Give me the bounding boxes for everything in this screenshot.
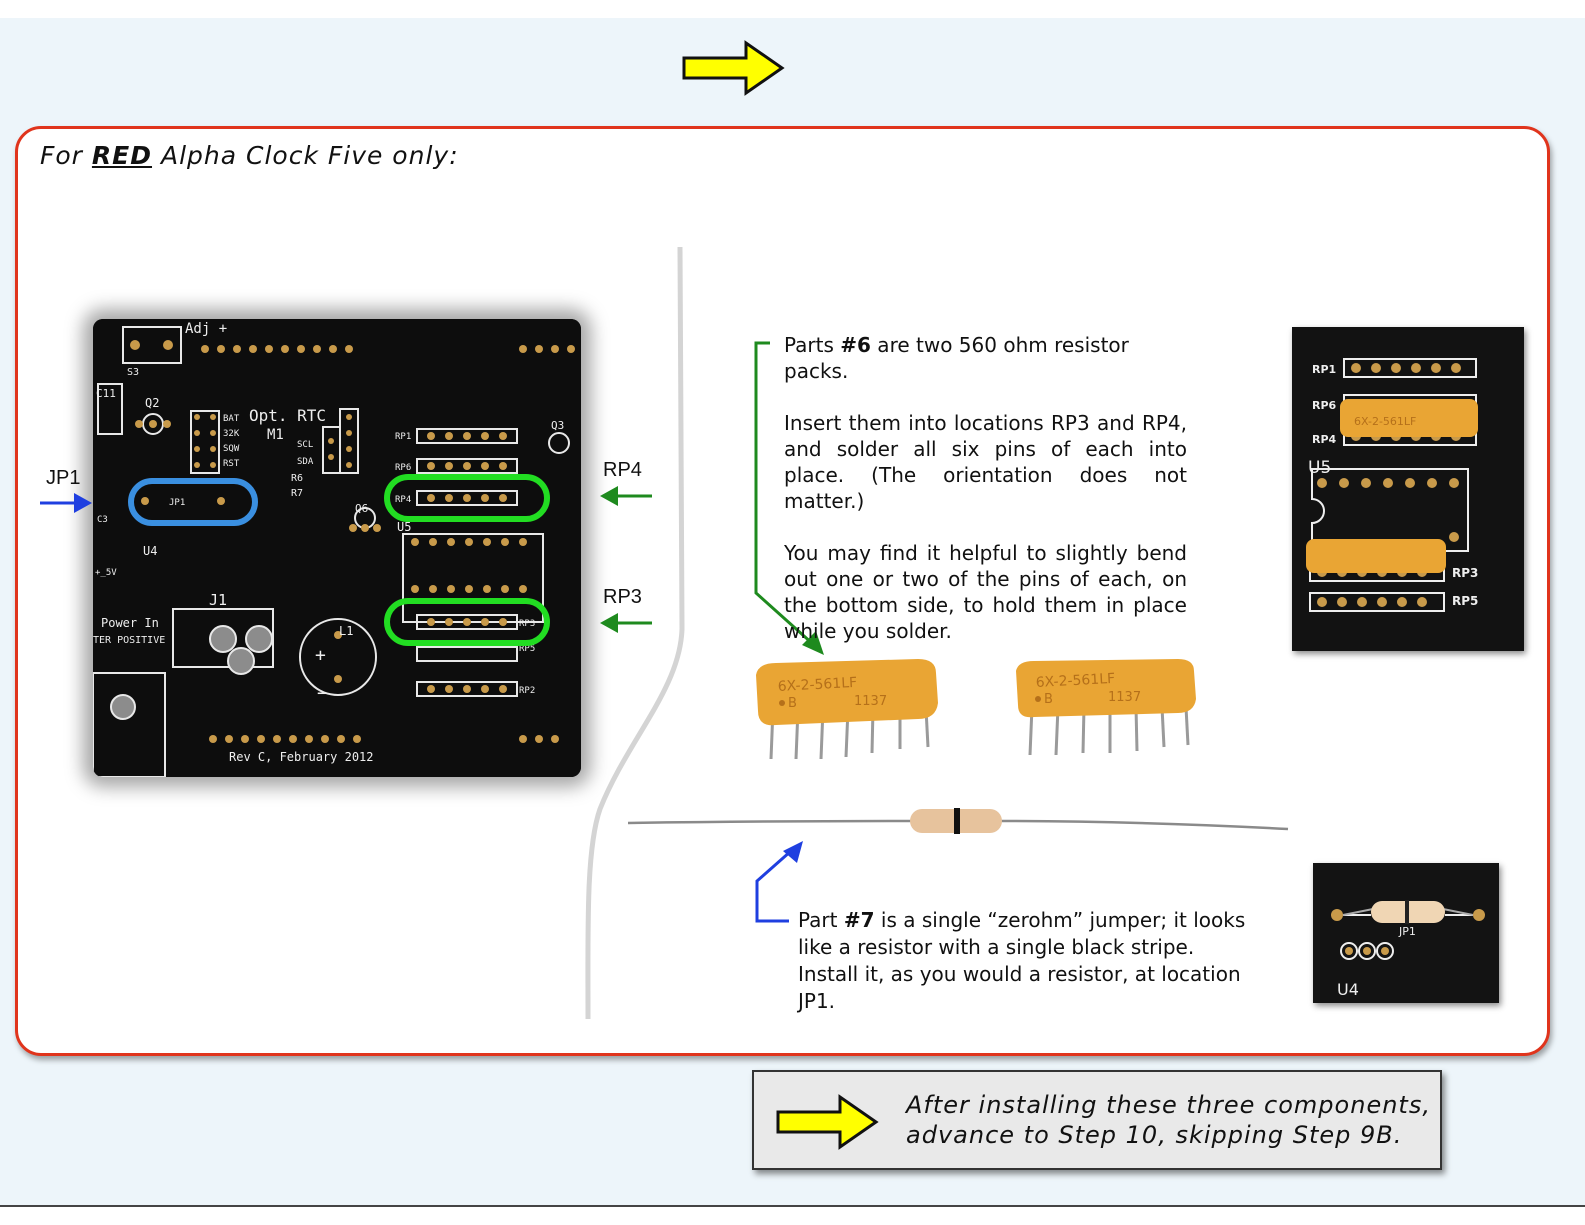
panel-heading: For RED Alpha Clock Five only:: [40, 141, 459, 170]
silk-rp5: RP5: [519, 644, 535, 654]
pack2-marking-line2: B: [1044, 692, 1053, 707]
heading-prefix: For: [40, 141, 83, 170]
jp1-highlight: [128, 478, 258, 526]
inset-rp4: RP4: [1312, 433, 1337, 446]
silk-s3: S3: [127, 367, 139, 378]
silk-5v: +_5V: [95, 568, 117, 578]
silk-bat: BAT: [223, 414, 240, 424]
rp3-arrow-icon: [600, 613, 652, 633]
inset-u5: U5: [1308, 458, 1331, 478]
silk-rp3: RP3: [519, 619, 535, 629]
parts-photo: 6X-2-561LF B 1137 6X-2-561LF B 1137: [627, 659, 1289, 834]
silk-q3: Q3: [551, 419, 564, 432]
silk-rp2: RP2: [519, 686, 535, 696]
silk-32k: 32K: [223, 429, 240, 439]
next-step-arrow-icon: [776, 1094, 879, 1150]
resistor-pack-1: 6X-2-561LF B 1137: [756, 659, 938, 760]
next-step-text: After installing these three components,…: [906, 1090, 1431, 1150]
silk-u4: U4: [143, 544, 157, 558]
pack2-marking-line1: 6X-2-561LF: [1035, 671, 1115, 691]
callout-rp4: RP4: [603, 459, 642, 481]
silk-jp1: JP1: [169, 498, 185, 508]
pack2-marking-line3: 1137: [1108, 690, 1141, 705]
silk-m1: M1: [267, 427, 284, 443]
instruction-panel: For RED Alpha Clock Five only:: [15, 126, 1550, 1056]
inset-rp6: RP6: [1312, 399, 1337, 412]
part7-line1: Part #7 is a single “zerohm” jumper; it …: [798, 907, 1268, 934]
heading-emphasis: RED: [91, 141, 153, 170]
silk-power-in: Power In: [101, 616, 159, 630]
parts6-summary: Parts #6 are two 560 ohm resistor packs.: [784, 332, 1187, 384]
resistor-pack-2: 6X-2-561LF B 1137: [1016, 659, 1196, 756]
parts6-number: #6: [840, 333, 871, 357]
inset-rp1: RP1: [1312, 363, 1336, 376]
parts6-post: are two 560 ohm resistor packs.: [784, 333, 1129, 383]
silk-u5: U5: [397, 520, 411, 534]
silk-revision: Rev C, February 2012: [229, 750, 374, 764]
silk-rp4: RP4: [395, 495, 411, 505]
heading-suffix: Alpha Clock Five only:: [160, 141, 459, 170]
silk-opt-rtc: Opt. RTC: [249, 406, 326, 425]
zero-ohm-jumper: [627, 808, 1289, 834]
next-step-note: After installing these three components,…: [752, 1070, 1442, 1170]
jp1-placement-photo: JP1 U4: [1313, 863, 1499, 1003]
silk-c3: C3: [97, 515, 108, 525]
silk-plus: +: [315, 645, 326, 666]
pcb-photo: Adj + S3 C11 Q2 BAT 32K SQW RST Opt. RTC…: [93, 319, 581, 777]
rp-placement-photo: 6X-2-561LF RP1 RP6 RP4 U5 RP3 RP5: [1292, 327, 1524, 651]
inset-jp1: JP1: [1398, 925, 1416, 938]
inset-rp3: RP3: [1452, 566, 1478, 580]
parts6-tip-text: You may find it helpful to slightly bend…: [784, 541, 1187, 643]
silk-rst: RST: [223, 459, 240, 469]
pack1-marking-line2: B: [788, 696, 797, 711]
part7-pre: Part: [798, 908, 844, 932]
jp1-arrow-icon: [40, 493, 92, 513]
silk-scl: SCL: [297, 440, 313, 450]
part7-instructions: Part #7 is a single “zerohm” jumper; it …: [798, 907, 1268, 1015]
silk-q6: Q6: [355, 502, 368, 515]
next-page-arrow-icon: [682, 40, 785, 96]
pack1-marking-line3: 1137: [854, 694, 887, 709]
rp4-arrow-icon: [600, 486, 652, 506]
silk-center-positive: TER POSITIVE: [93, 635, 165, 646]
top-margin: [0, 0, 1585, 18]
part7-line2: like a resistor with a single black stri…: [798, 935, 1195, 959]
callout-rp3: RP3: [603, 586, 642, 608]
part7-line1-post: is a single “zerohm” jumper; it looks: [874, 908, 1246, 932]
next-step-line2: advance to Step 10, skipping Step 9B.: [906, 1121, 1403, 1149]
parts6-insert-text: Insert them into locations RP3 and RP4, …: [784, 411, 1187, 513]
part7-bracket-arrow-icon: [755, 841, 803, 923]
silk-j1: J1: [209, 591, 227, 609]
inset-pack-marking: 6X-2-561LF: [1354, 415, 1416, 428]
bottom-margin: [0, 1205, 1585, 1225]
part7-number: #7: [843, 908, 875, 932]
inset-rp5: RP5: [1452, 594, 1478, 608]
silk-adj: Adj +: [185, 321, 227, 337]
silk-sqw: SQW: [223, 444, 240, 454]
rp3-highlight: [384, 598, 550, 646]
rp4-highlight: [384, 474, 550, 522]
pack1-marking-line1: 6X-2-561LF: [777, 675, 857, 695]
parts6-bracket-arrow-icon: [754, 341, 824, 655]
silk-r7: R7: [291, 488, 303, 499]
silk-q2: Q2: [145, 396, 159, 410]
silk-sda: SDA: [297, 457, 314, 467]
silk-l1: L1: [339, 624, 353, 638]
part7-line3: Install it, as you would a resistor, at …: [798, 962, 1241, 1013]
silk-minus: −: [317, 683, 328, 704]
silk-rp1: RP1: [395, 432, 411, 442]
inset-u4: U4: [1337, 980, 1359, 999]
silk-c11: C11: [96, 387, 116, 400]
next-step-line1: After installing these three components,: [906, 1091, 1431, 1119]
parts6-instructions: Parts #6 are two 560 ohm resistor packs.…: [784, 332, 1187, 644]
callout-jp1: JP1: [46, 467, 81, 489]
silk-rp6: RP6: [395, 463, 411, 473]
pcb-drawing: Adj + S3 C11 Q2 BAT 32K SQW RST Opt. RTC…: [93, 319, 581, 777]
parts6-pre: Parts: [784, 333, 841, 357]
silk-r6: R6: [291, 473, 303, 484]
